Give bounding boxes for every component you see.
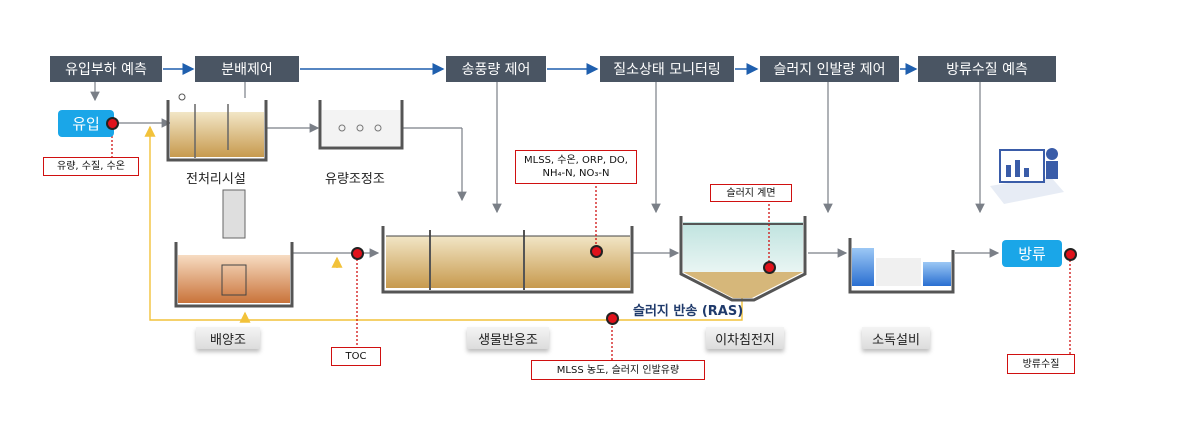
sensor-ras[interactable] [606, 312, 619, 325]
label-disinfection: 소독설비 [862, 327, 930, 349]
sensor-sludge-blanket[interactable] [763, 261, 776, 274]
label-pretreatment: 전처리시설 [186, 172, 246, 187]
label-equalization: 유량조정조 [325, 172, 385, 187]
callout-effluent-quality: 방류수질 [1007, 354, 1075, 374]
analytics-laptop-graphic [990, 148, 1064, 204]
callout-reactor-sensors: MLSS, 수온, ORP, DO, NH₄-N, NO₃-N [515, 150, 637, 184]
ras-label: 슬러지 반송 (RAS) [633, 304, 744, 319]
control-sludge-withdrawal[interactable]: 슬러지 인발량 제어 [760, 56, 899, 82]
secondary-clarifier-graphic [679, 216, 807, 302]
callout-reactor-line2: NH₄-N, NO₃-N [542, 168, 610, 179]
control-nitrogen-monitoring[interactable]: 질소상태 모니터링 [600, 56, 734, 82]
callout-reactor-line1: MLSS, 수온, ORP, DO, [524, 155, 628, 166]
callout-mlss-sludge: MLSS 농도, 슬러지 인발유량 [531, 360, 705, 380]
discharge-node[interactable]: 방류 [1002, 240, 1062, 267]
label-bioreactor: 생물반응조 [467, 327, 549, 349]
disinfection-graphic [848, 238, 955, 294]
control-aeration[interactable]: 송풍량 제어 [446, 56, 546, 82]
inflow-node[interactable]: 유입 [58, 110, 114, 137]
callout-inflow-sensors: 유량, 수질, 수온 [43, 157, 139, 176]
sensor-reactor[interactable] [590, 245, 603, 258]
bioreactor-graphic [381, 226, 634, 294]
sensor-toc[interactable] [351, 247, 364, 260]
culture-tank-graphic [174, 189, 294, 308]
control-distribution[interactable]: 분배제어 [195, 56, 299, 82]
callout-toc: TOC [331, 347, 381, 366]
control-effluent-prediction[interactable]: 방류수질 예측 [918, 56, 1056, 82]
control-inflow-load-prediction[interactable]: 유입부하 예측 [50, 56, 162, 82]
label-culture-tank: 배양조 [196, 327, 260, 349]
equalization-tank-graphic [318, 100, 404, 150]
sensor-effluent[interactable] [1064, 248, 1077, 261]
sensor-inflow[interactable] [106, 117, 119, 130]
callout-sludge-blanket: 슬러지 계면 [710, 184, 792, 202]
label-secondary-clarifier: 이차침전지 [706, 327, 784, 349]
pretreatment-tank-graphic [166, 93, 268, 162]
